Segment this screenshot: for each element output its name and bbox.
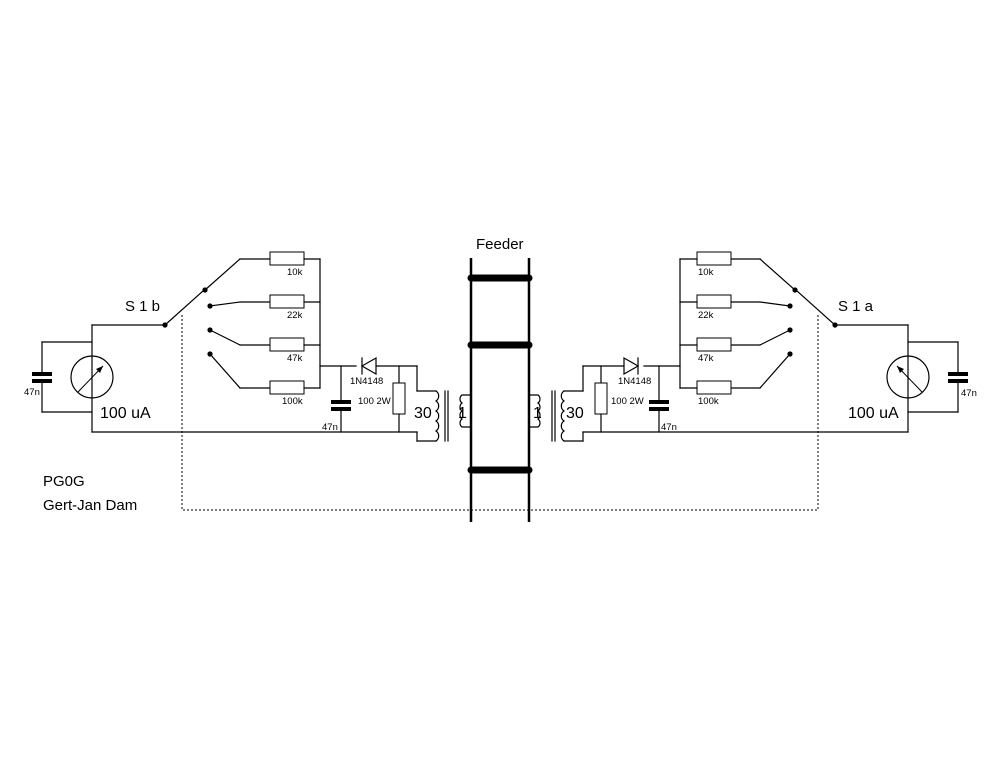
right-transformer-primary [560,390,566,442]
left-filter-cap-label: 47n [322,422,338,433]
right-circuit: 47n 100 uA S 1 a 10k 22k [528,251,977,442]
left-transformer-secondary [459,394,472,428]
right-switch-wiper [796,290,836,326]
switch-ganging-link [181,315,819,511]
right-resistor-100k [696,380,732,395]
left-resistor-label: 22k [287,310,303,321]
right-turns-secondary: 1 [533,405,542,422]
right-switch-label: S 1 a [838,298,874,315]
right-meter-label: 100 uA [848,405,899,422]
left-turns-secondary: 1 [458,405,467,422]
feeder-label: Feeder [476,236,524,253]
left-diode [360,356,377,376]
right-diode [623,356,640,376]
right-resistor-22k [696,294,732,309]
right-meter-cap-label: 47n [961,388,977,399]
left-meter [70,355,114,399]
right-load-resistor [594,382,608,415]
left-switch-wiper [164,290,204,326]
left-resistor-label: 10k [287,267,303,278]
right-diode-label: 1N4148 [618,376,651,387]
feeder-line: Feeder [467,236,533,522]
left-resistor-22k [269,294,305,309]
left-turns-primary: 30 [414,405,432,422]
right-resistor-label: 100k [698,396,719,407]
left-resistor-label: 100k [282,396,303,407]
left-load-resistor-label: 100 2W [358,396,391,407]
left-diode-label: 1N4148 [350,376,383,387]
left-transformer-primary [434,390,440,442]
left-resistor-label: 47k [287,353,303,364]
right-load-resistor-label: 100 2W [611,396,644,407]
left-resistor-100k [269,380,305,395]
left-meter-label: 100 uA [100,405,151,422]
right-transformer-secondary [528,394,541,428]
right-filter-cap-label: 47n [661,422,677,433]
right-resistor-label: 10k [698,267,714,278]
right-turns-primary: 30 [566,405,584,422]
credit-author: Gert-Jan Dam [43,497,137,514]
left-resistor-10k [269,251,305,266]
right-resistor-label: 47k [698,353,714,364]
left-meter-cap-label: 47n [24,387,40,398]
left-switch-label: S 1 b [125,298,160,315]
right-resistor-47k [696,337,732,352]
credit-callsign: PG0G [43,473,85,490]
right-resistor-10k [696,251,732,266]
right-meter [886,355,930,399]
left-circuit: 47n 100 uA S 1 b 10k 22k [24,251,472,442]
left-resistor-47k [269,337,305,352]
right-resistor-label: 22k [698,310,714,321]
left-load-resistor [392,382,406,415]
